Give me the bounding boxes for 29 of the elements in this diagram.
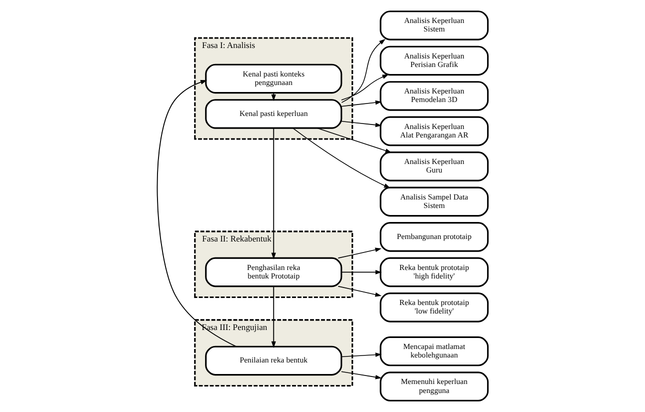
node-box: Analisis Keperluan Alat Pengarangan AR <box>380 116 489 146</box>
arrow <box>341 120 382 128</box>
arrow <box>316 128 392 153</box>
node-box: Analisis Keperluan Guru <box>380 152 489 182</box>
arrow <box>338 248 382 258</box>
arrow <box>341 100 382 107</box>
arrow <box>156 80 237 348</box>
node-box: Kenal pasti konteks penggunaan <box>205 64 342 94</box>
node-box: Pembangunan prototaip <box>380 222 489 252</box>
node-box: Analisis Keperluan Sistem <box>380 10 489 40</box>
node-box: Kenal pasti keperluan <box>205 99 342 129</box>
node-box: Memenuhi keperluan pengguna <box>380 372 489 402</box>
node-box: Reka bentuk prototaip 'low fidelity' <box>380 292 489 322</box>
node-box: Analisis Keperluan Perisian Grafik <box>380 46 489 76</box>
arrow <box>271 286 276 348</box>
node-box: Penilaian reka bentuk <box>205 346 342 376</box>
arrow <box>271 128 276 260</box>
arrow <box>341 38 386 103</box>
arrow <box>341 352 382 358</box>
arrow <box>292 128 390 188</box>
arrow <box>341 270 382 274</box>
node-box: Reka bentuk prototaip 'high fidelity' <box>380 257 489 288</box>
node-box: Analisis Keperluan Pemodelan 3D <box>380 81 489 111</box>
node-box: Analisis Sampel Data Sistem <box>380 186 489 217</box>
arrow <box>338 286 382 297</box>
arrow <box>341 371 382 380</box>
arrow <box>341 74 389 100</box>
node-box: Mencapai matlamat kebolehgunaan <box>380 336 489 366</box>
node-box: Penghasilan reka bentuk Prototaip <box>205 257 342 288</box>
